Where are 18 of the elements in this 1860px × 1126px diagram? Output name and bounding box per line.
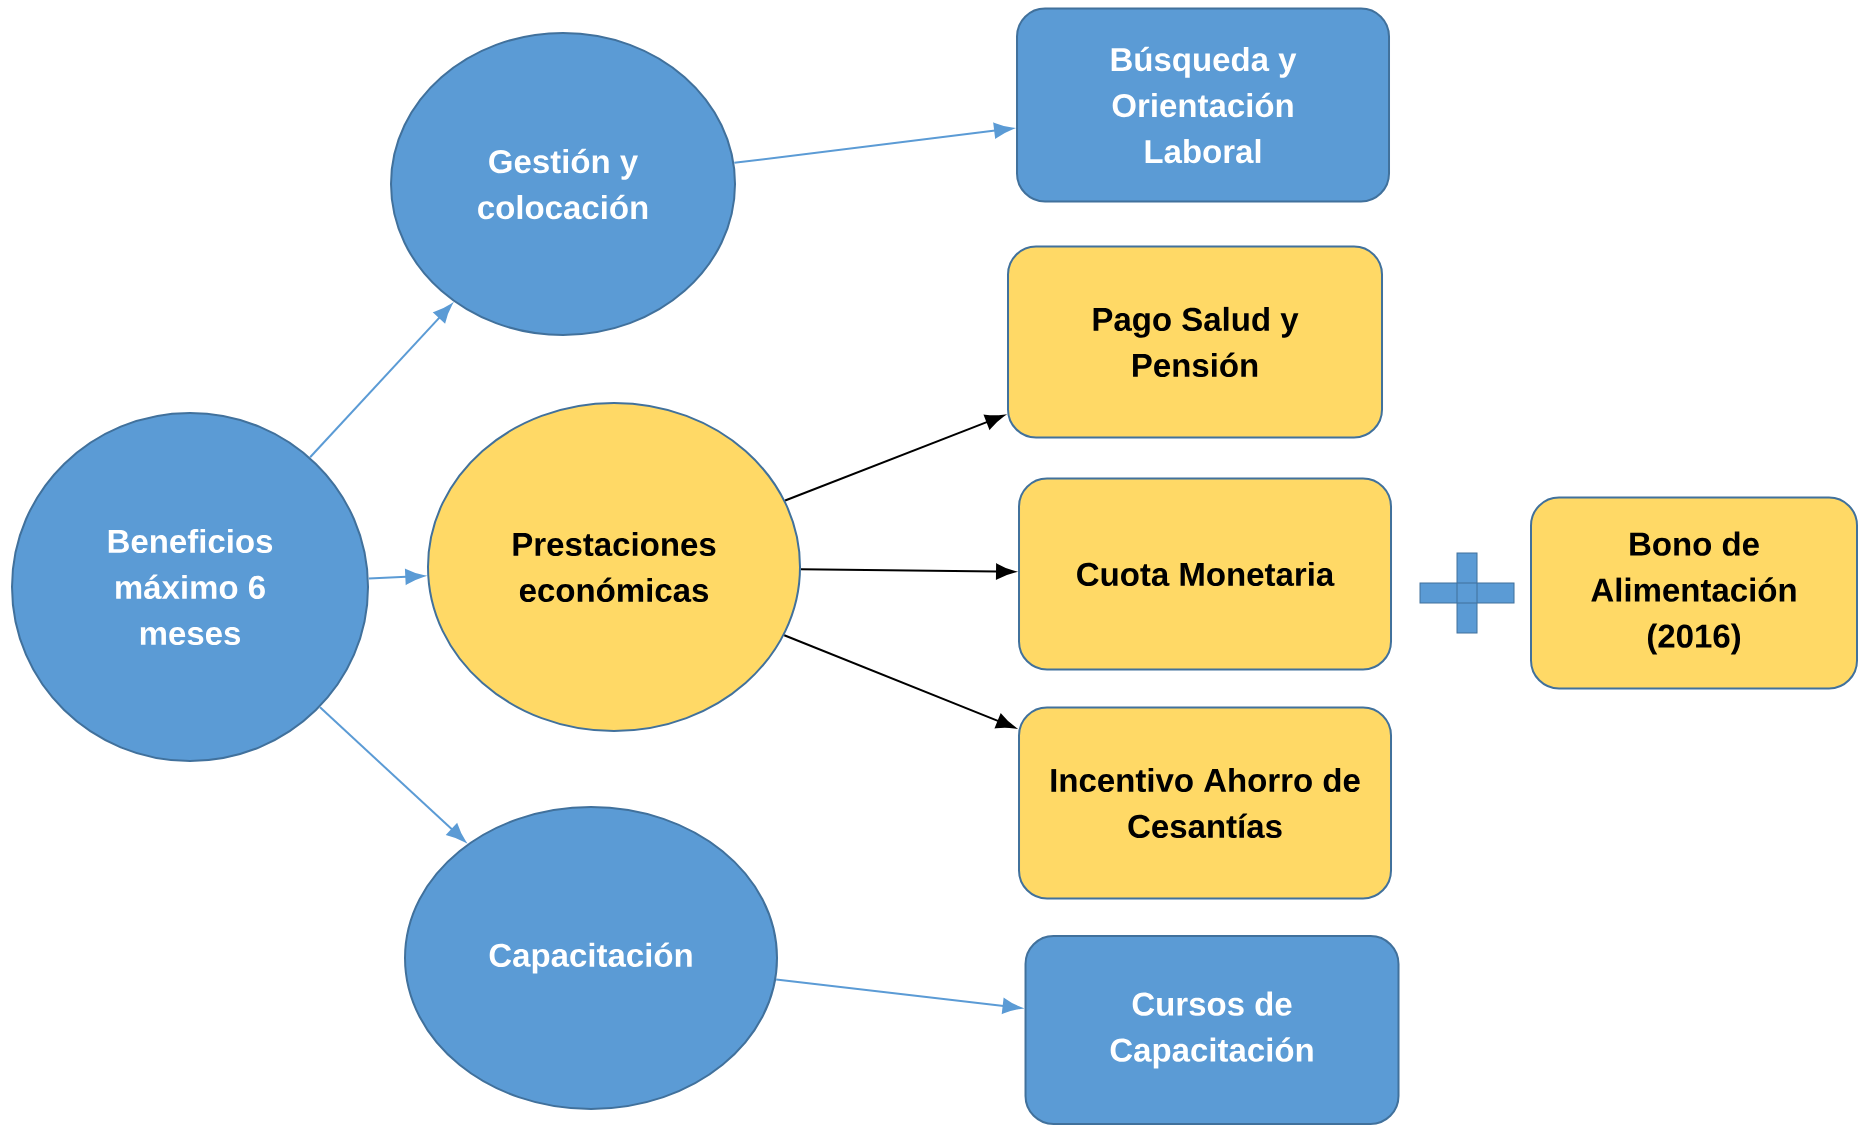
arrow [319,706,466,843]
arrow [783,634,1016,729]
rounded-box: Bono de Alimentación (2016) [1530,496,1858,690]
rounded-box: Cuota Monetaria [1018,477,1392,671]
ellipse-node: Capacitación [404,806,778,1110]
arrow [775,978,1022,1014]
arrow [309,303,453,459]
rounded-box: Cursos de Capacitación [1024,935,1400,1125]
ellipse-node: Beneficios máximo 6 meses [11,412,369,762]
arrow [367,569,425,585]
arrow [784,414,1005,502]
rounded-box: Pago Salud y Pensión [1007,245,1383,439]
rounded-box: Incentivo Ahorro de Cesantías [1018,706,1392,900]
rounded-box: Búsqueda y Orientación Laboral [1016,7,1390,203]
arrow [800,563,1015,580]
ellipse-node: Gestión y colocación [390,32,736,336]
ellipse-node: Prestaciones económicas [427,402,801,732]
arrow [733,122,1014,164]
